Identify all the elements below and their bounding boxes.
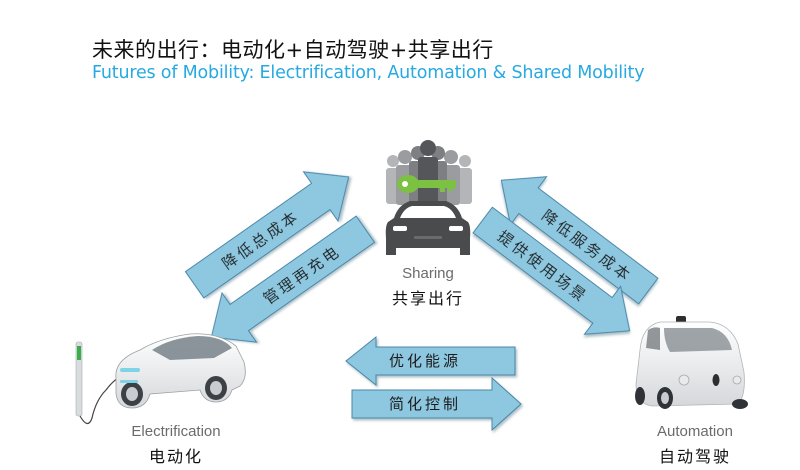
title-english: Futures of Mobility: Electrification, Au… xyxy=(92,63,645,83)
electrification-label-cn: 电动化 xyxy=(148,447,203,466)
automation-label-en: Automation xyxy=(657,423,733,440)
self-driving-car-icon xyxy=(635,316,748,409)
arrow-auto-to-elec: 优化能源 xyxy=(345,335,516,387)
automation-label-cn: 自动驾驶 xyxy=(658,447,731,466)
people-key-car-icon xyxy=(385,140,472,255)
electric-car-charging-icon xyxy=(75,333,246,425)
sharing-label-en: Sharing xyxy=(402,265,454,282)
electrification-label-en: Electrification xyxy=(131,423,221,440)
title-chinese: 未来的出行：电动化+自动驾驶+共享出行 xyxy=(92,38,494,62)
arrow-label-optimize-energy: 优化能源 xyxy=(389,352,461,370)
sharing-label-cn: 共享出行 xyxy=(391,289,464,308)
arrow-label-simplify-control: 简化控制 xyxy=(389,395,461,413)
arrow-elec-to-auto: 简化控制 xyxy=(351,376,522,432)
